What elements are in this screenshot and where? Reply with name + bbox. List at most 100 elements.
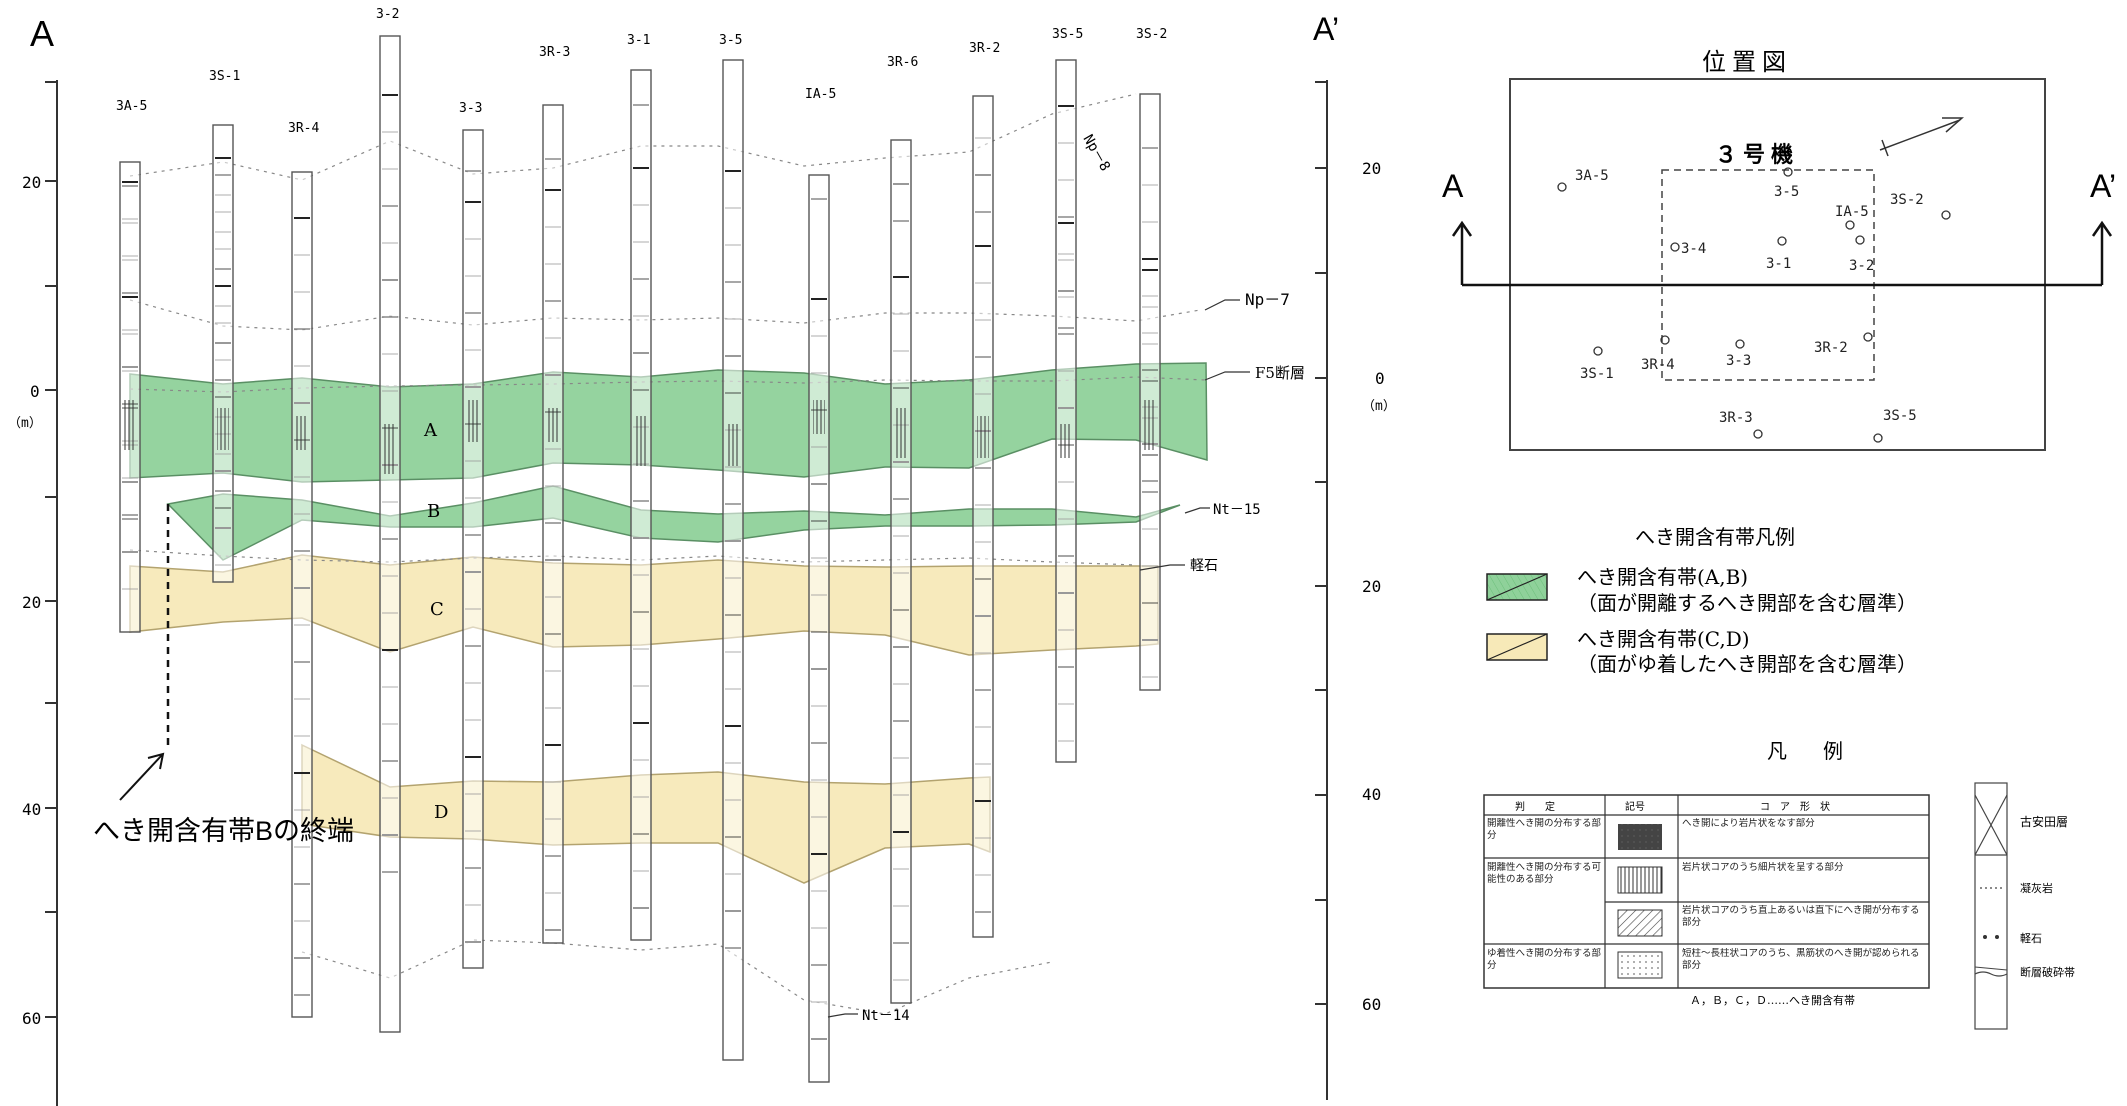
legend-judgement-4: ゆ着性へき開の分布する部分 [1487,948,1602,971]
zone-legend: へき開含有帯凡例 へき開含有帯(A,B) （面が開離するへき開部を含む層準） へ… [1486,525,1917,676]
borehole-column: 3S-2 [1136,27,1167,691]
map-borehole-label: 3R-2 [1814,340,1848,356]
np7-label: Np－7 [1245,290,1290,309]
np7-horizon [129,299,1201,331]
legend-header-judgement: 判 定 [1515,800,1555,813]
borehole-core [1055,59,1077,763]
legend-shape-4: 短柱～長柱状コアのうち、黒筋状のへき開が認められる部分 [1682,948,1920,971]
borehole-column: 3R-2 [969,41,1000,938]
map-borehole-marker [1735,339,1745,349]
borehole-column: 3R-4 [288,121,319,1018]
borehole-core [722,59,744,1061]
np8-label: Np－8 [1080,132,1114,174]
map-borehole-label: 3A-5 [1575,168,1609,184]
borehole-column: IA-5 [805,87,836,1083]
left-axis-tick: 20 [22,593,41,612]
fused-cleavage-symbol [1617,951,1663,979]
core-fracture-band [384,424,396,474]
left-axis-tick: 40 [22,800,41,819]
map-borehole-marker [1863,332,1873,342]
b-terminus-annotation: へき開含有帯Bの終端 [93,504,354,846]
core-fracture-band [1144,400,1156,450]
legend-column-label-4: 断層破砕帯 [2020,965,2075,979]
legend-shape-2: 岩片状コアのうち細片状を呈する部分 [1682,862,1844,873]
map-borehole-label: IA-5 [1835,204,1869,220]
yellow-legend-line1: へき開含有帯(C,D) [1577,627,1750,651]
borehole-label: 3R-2 [969,41,1000,56]
zone-legend-title: へき開含有帯凡例 [1635,525,1795,549]
map-borehole-marker [1777,236,1787,246]
borehole-label: 3S-5 [1052,27,1083,42]
section-label-a: A [30,13,54,54]
borehole-core [462,129,484,969]
borehole-column: 3S-5 [1052,27,1083,763]
borehole-label: 3S-1 [209,69,240,84]
core-fracture-band [217,408,229,450]
borehole-core [119,161,141,633]
core-fracture-band [895,408,907,458]
map-label-a: A [1442,168,1464,204]
borehole-label: 3A-5 [116,99,147,114]
legend-judgement-1: 開離性へき開の分布する部分 [1487,818,1602,841]
legend-footnote: Ａ，Ｂ，Ｃ，Ｄ……へき開含有帯 [1690,993,1855,1007]
legend-column-label-3: 軽石 [2020,932,2042,945]
borehole-label: 3-5 [719,33,742,48]
legend-column-sample [1974,782,2008,1030]
f5-fault-label: F5断層 [1255,364,1305,382]
borehole-label: 3S-2 [1136,27,1167,42]
map-borehole-marker [1557,182,1567,192]
legend-column-label-1: 古安田層 [2020,814,2068,829]
b-terminus-text: へき開含有帯Bの終端 [93,816,354,846]
zone-a-label: A [423,420,438,441]
nt15-label: Nt－15 [1213,502,1261,518]
borehole-column: 3-3 [459,101,484,969]
core-fracture-band [296,416,308,450]
location-map-title: 位置図 [1702,48,1792,76]
map-borehole-label: 3S-1 [1580,366,1614,382]
zone-c-label: C [430,599,444,620]
left-axis-tick: 60 [22,1009,41,1028]
borehole-core [1139,93,1161,691]
borehole-core [972,95,994,938]
zone-d-label: D [434,802,448,823]
green-legend-line2: （面が開離するへき開部を含む層準） [1577,591,1917,615]
left-axis-unit: （m） [8,416,42,431]
map-borehole-marker [1753,429,1763,439]
legend-header-core-shape: コ ア 形 状 [1760,800,1830,813]
map-borehole-marker [1873,433,1883,443]
north-arrow-icon [1879,117,1964,157]
borehole-column: 3-5 [719,33,744,1061]
borehole-column: 3-2 [376,7,401,1033]
borehole-label: IA-5 [805,87,836,102]
core-fracture-band [813,400,825,434]
zone-b-label: B [427,501,440,522]
borehole-core [291,171,313,1018]
boreholes-layer: 3A-5 3S-1 3R-4 3-2 3-3 3R-3 3-1 3-5IA-5 3R-6 3R-2… [116,7,1167,1083]
map-borehole-label: 3-3 [1726,353,1751,369]
right-axis-tick: 40 [1362,785,1381,804]
core-fracture-band [467,400,479,442]
borehole-column: 3A-5 [116,99,147,633]
map-borehole-label: 3-4 [1681,241,1706,257]
borehole-column: 3R-3 [539,45,570,944]
borehole-label: 3R-6 [887,55,918,70]
borehole-column: 3-1 [627,33,652,941]
borehole-core [890,139,912,1004]
map-label-a-prime: A’ [2090,168,2116,204]
borehole-label: 3-2 [376,7,399,22]
borehole-column: 3R-6 [887,55,918,1004]
core-fracture-band [635,416,647,466]
right-axis-tick: 20 [1362,577,1381,596]
borehole-core [808,174,830,1083]
borehole-column: 3S-1 [209,69,240,583]
map-borehole-marker [1845,220,1855,230]
right-axis-tick: 60 [1362,995,1381,1014]
core-fracture-band [1060,424,1072,458]
borehole-core [212,124,234,583]
nt14-horizon [301,939,1053,1015]
core-fracture-band [727,424,739,466]
legend-header-symbol: 記号 [1625,800,1645,813]
core-fracture-band [124,400,136,450]
legend-shape-3: 岩片状コアのうち直上あるいは直下にへき開が分布する部分 [1682,905,1920,928]
